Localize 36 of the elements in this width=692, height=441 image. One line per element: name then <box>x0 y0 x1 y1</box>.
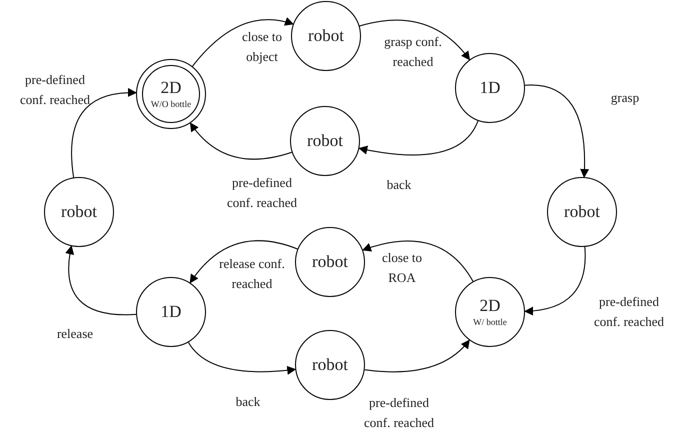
edge-label: release conf. reached <box>218 255 286 293</box>
state-label: robot <box>307 131 343 151</box>
arrow <box>66 245 137 316</box>
arrow <box>71 88 137 178</box>
arrow <box>524 84 589 178</box>
arrow <box>362 240 474 282</box>
edge-label: close to object <box>240 28 284 66</box>
arrow <box>364 340 470 372</box>
state-label: 1D <box>480 78 500 98</box>
state-label: 2D <box>160 78 182 98</box>
arrow <box>188 342 296 375</box>
state-label: 1D <box>160 302 182 322</box>
state-label: 2D <box>480 296 500 316</box>
arrow <box>192 18 294 67</box>
edge-label: pre-defined conf. reached <box>362 394 435 432</box>
state-label: robot <box>312 355 348 375</box>
arrow <box>358 120 478 156</box>
state-label: W/ bottle <box>473 316 507 328</box>
edge-label: close to ROA <box>380 249 424 287</box>
edge-label: grasp <box>610 89 640 107</box>
arrow <box>524 246 586 316</box>
edge-label: release <box>56 325 94 343</box>
edge-label: back <box>386 176 412 194</box>
edge-label: grasp conf. reached <box>383 33 443 71</box>
state-label: W/O bottle <box>150 98 192 110</box>
edge-label: pre-defined conf. reached <box>226 174 298 212</box>
state-label: robot <box>61 202 97 222</box>
arrow <box>190 240 298 284</box>
state-label: robot <box>308 26 344 46</box>
edge-label: pre-defined conf. reached <box>18 71 91 109</box>
state-label: robot <box>564 202 600 222</box>
arrow <box>190 122 292 160</box>
state-label: robot <box>312 252 348 272</box>
edge-label: back <box>234 393 262 411</box>
arrow <box>359 20 470 60</box>
edge-label: pre-defined conf. reached <box>592 293 665 331</box>
